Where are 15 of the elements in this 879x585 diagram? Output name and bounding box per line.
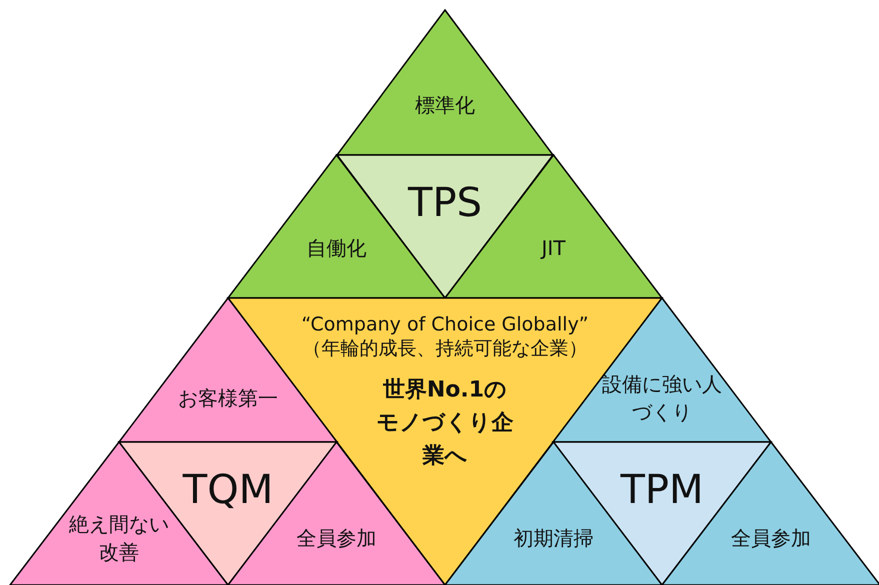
triangle-label: 初期清掃 xyxy=(514,525,594,552)
title-text: TPM xyxy=(620,466,704,515)
triangle-label: 全員参加 xyxy=(296,525,376,552)
slogan-text: 世界No.1のモノづくり企業へ xyxy=(376,376,514,470)
triangle-label: 全員参加 xyxy=(731,525,811,552)
triangle-label: 標準化 xyxy=(415,92,475,119)
title-text: TQM xyxy=(182,466,274,515)
triangle-label: お客様第一 xyxy=(178,385,278,412)
triangle-label: JIT xyxy=(541,235,566,262)
triangle-label: 設備に強い人づくり xyxy=(601,371,723,426)
title-text: TPS xyxy=(408,179,482,228)
subtitle-text: （年輪的成長、持続可能な企業） xyxy=(302,336,588,362)
subtitle-text: “Company of Choice Globally” xyxy=(301,314,589,336)
triangle-label: 自働化 xyxy=(306,235,366,262)
triangle-label: 絶え間ない改善 xyxy=(68,511,170,566)
